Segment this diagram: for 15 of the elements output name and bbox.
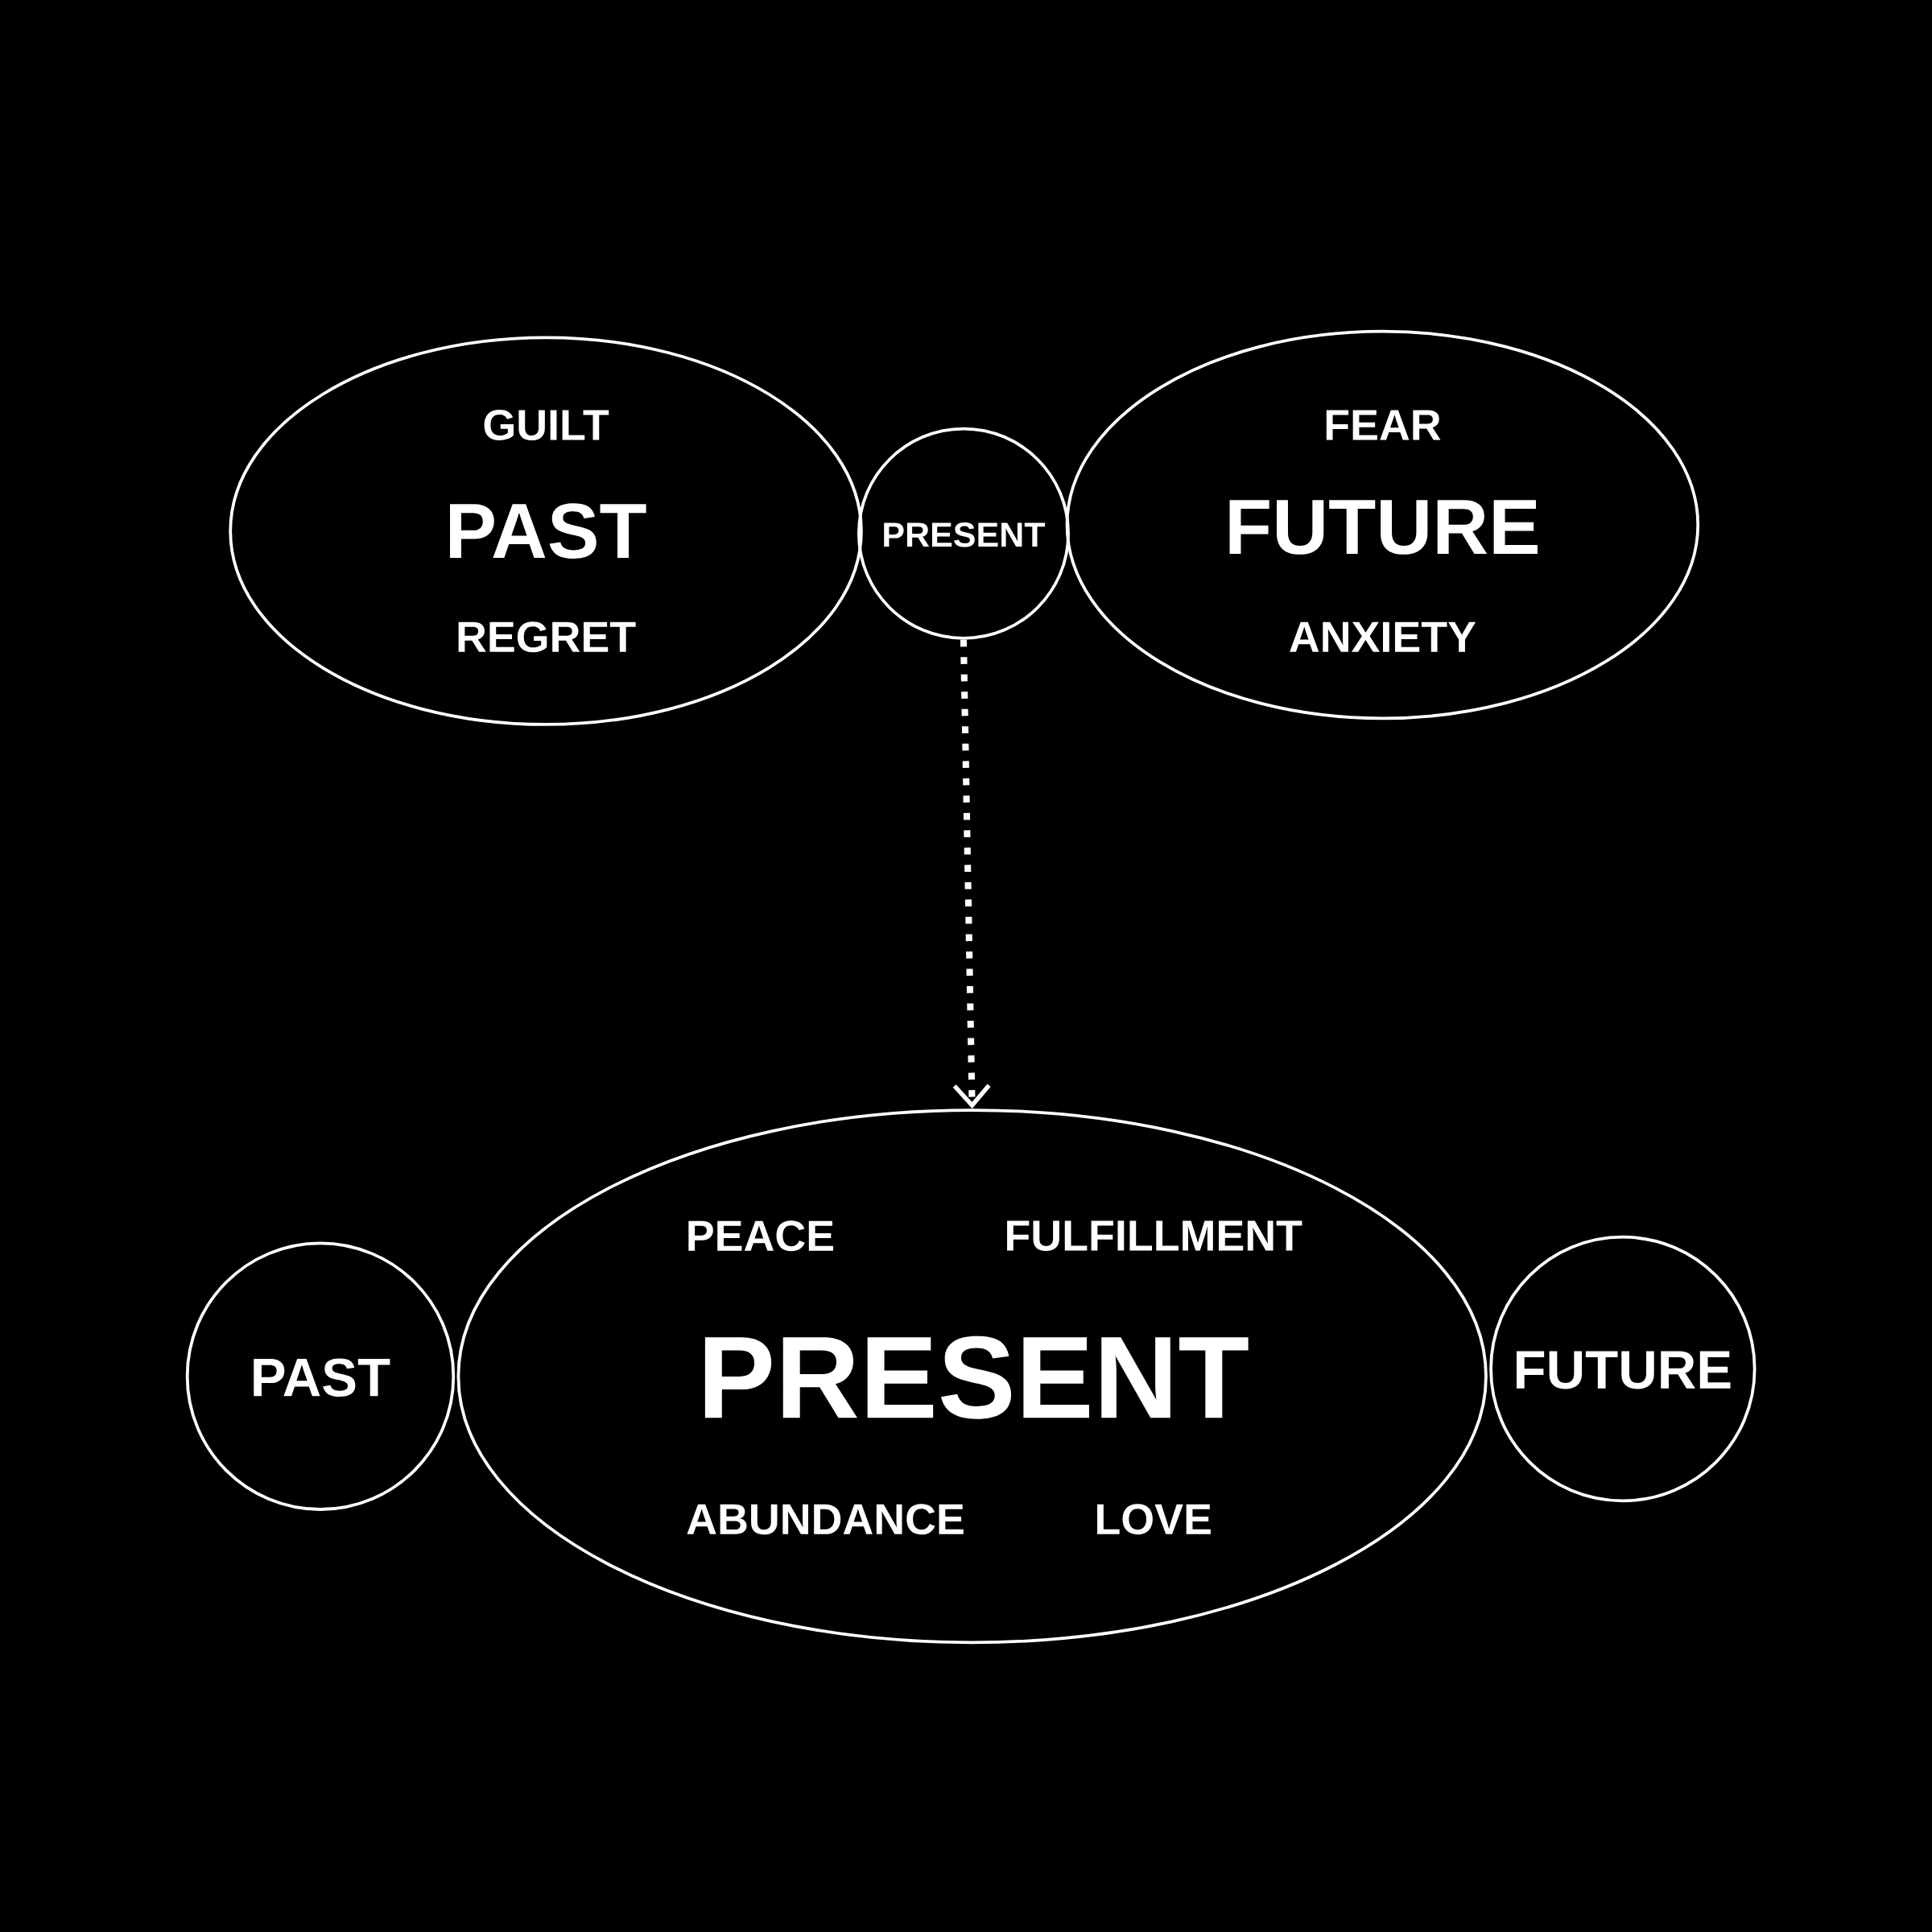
word-label: PAST: [254, 1358, 390, 1397]
title-label: PRESENT: [704, 1335, 1249, 1419]
word-label: REGRET: [458, 621, 636, 653]
word-label: FULFILLMENT: [1007, 1220, 1302, 1251]
word-label: LOVE: [1097, 1504, 1211, 1535]
word-label: PRESENT: [884, 522, 1046, 547]
word-label: FEAR: [1326, 410, 1441, 440]
dotted-arrow: [952, 639, 991, 1109]
word-label: ABUNDANCE: [687, 1504, 964, 1535]
word-label: ANXIETY: [1290, 621, 1476, 652]
word-label: GUILT: [484, 410, 609, 441]
title-label: PAST: [450, 503, 646, 559]
word-label: FUTURE: [1517, 1351, 1731, 1389]
title-label: FUTURE: [1229, 500, 1538, 555]
word-label: PEACE: [688, 1220, 833, 1252]
